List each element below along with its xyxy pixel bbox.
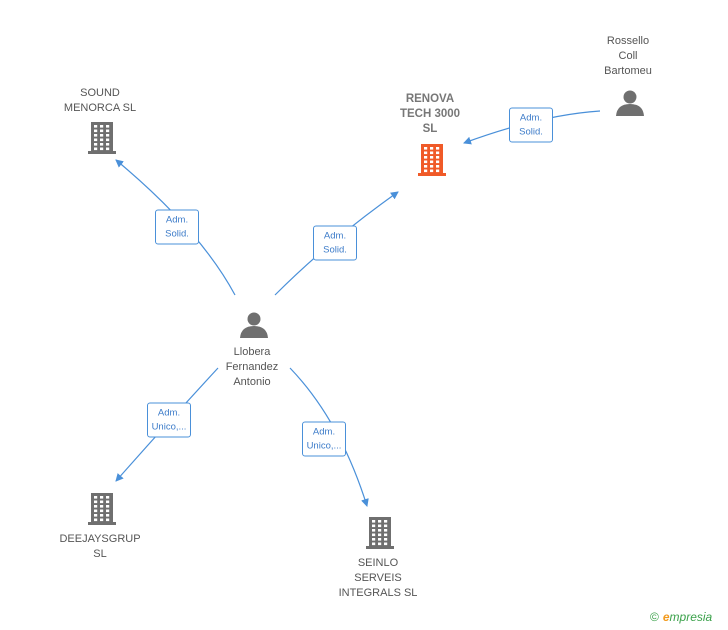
node-label-llobera[interactable]: Llobera Fernandez Antonio xyxy=(225,346,279,388)
copyright-symbol: © xyxy=(650,610,659,624)
role-badge-rossello-renova[interactable]: Adm. Solid. xyxy=(509,107,553,143)
role-badge-llobera-renova[interactable]: Adm. Solid. xyxy=(313,225,357,261)
person-icon-rossello[interactable] xyxy=(616,90,644,117)
brand-initial: e xyxy=(662,610,670,624)
empresia-brand[interactable]: ©empresia xyxy=(650,610,712,624)
role-badge-llobera-deejays[interactable]: Adm. Unico,... xyxy=(147,402,191,438)
building-icon-renova[interactable] xyxy=(418,144,446,176)
building-icon-sound[interactable] xyxy=(88,122,116,154)
node-label-seinlo[interactable]: SEINLO SERVEIS INTEGRALS SL xyxy=(338,557,418,599)
node-label-deejays[interactable]: DEEJAYSGRUP SL xyxy=(59,533,141,560)
node-label-renova[interactable]: RENOVA TECH 3000 SL xyxy=(399,93,461,135)
person-icon-llobera[interactable] xyxy=(240,312,268,339)
node-label-rossello[interactable]: Rossello Coll Bartomeu xyxy=(604,35,652,77)
building-icon-seinlo[interactable] xyxy=(366,517,394,549)
role-badge-llobera-sound[interactable]: Adm. Solid. xyxy=(155,209,199,245)
building-icon-deejays[interactable] xyxy=(88,493,116,525)
brand-name: mpresia xyxy=(669,610,713,624)
role-badge-llobera-seinlo[interactable]: Adm. Unico,... xyxy=(302,421,346,457)
node-label-sound[interactable]: SOUND MENORCA SL xyxy=(63,87,137,114)
